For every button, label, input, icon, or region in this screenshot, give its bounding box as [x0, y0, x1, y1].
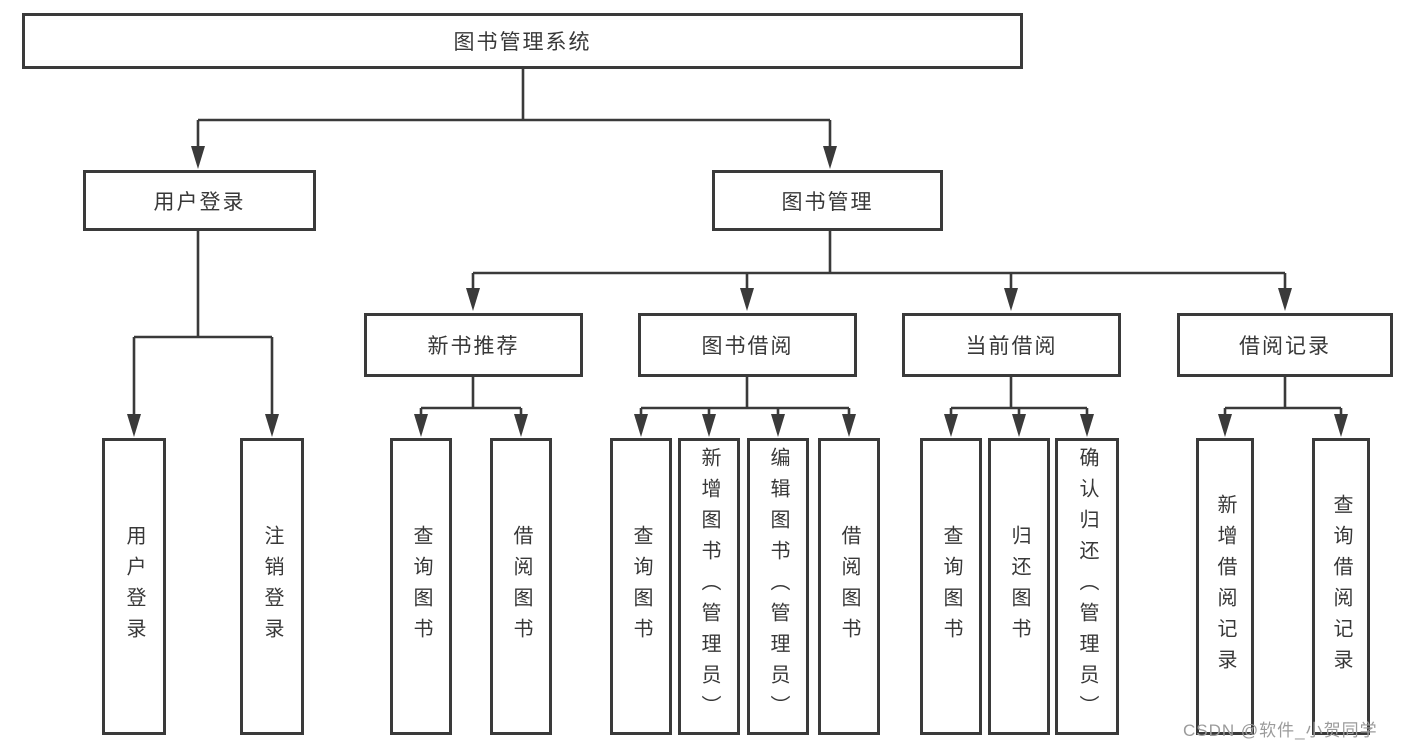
- node-label: 图书管理: [781, 190, 874, 214]
- node-book-management: 图书管理: [712, 170, 943, 231]
- node-label: 用户登录: [153, 190, 246, 214]
- node-label: 新书推荐: [427, 335, 520, 358]
- node-label: 借阅图书: [838, 524, 860, 649]
- node-label: 新增借阅记录: [1214, 493, 1236, 680]
- node-book-borrowing: 图书借阅: [638, 313, 857, 377]
- csdn-watermark: CSDN @软件_小贺同学: [1183, 721, 1378, 740]
- node-label: 图书管理系统: [453, 31, 592, 54]
- node-label: 借阅记录: [1239, 335, 1331, 358]
- node-label: 编辑图书（管理员）: [767, 447, 789, 726]
- node-label: 借阅图书: [510, 524, 532, 649]
- node-leaf-borrow-books: 借阅图书: [818, 438, 880, 735]
- node-current-borrowing: 当前借阅: [902, 313, 1121, 377]
- node-label: 图书借阅: [701, 335, 794, 358]
- node-label: 查询借阅记录: [1330, 493, 1352, 680]
- node-label: 注销登录: [261, 524, 283, 649]
- arrowheads: [127, 146, 1348, 437]
- edge-root-to-level2: [196, 69, 832, 150]
- node-label: 归还图书: [1008, 524, 1030, 649]
- node-leaf-confirm-return-admin: 确认归还（管理员）: [1055, 438, 1119, 735]
- node-label: 当前借阅: [965, 335, 1058, 358]
- edge-newbook-to-children: [419, 377, 523, 418]
- node-leaf-edit-book-admin: 编辑图书（管理员）: [747, 438, 809, 735]
- node-label: 查询图书: [410, 524, 432, 649]
- node-borrowing-records: 借阅记录: [1177, 313, 1393, 377]
- node-leaf-return-book: 归还图书: [988, 438, 1050, 735]
- node-leaf-query-borrow-record: 查询借阅记录: [1312, 438, 1370, 735]
- node-new-book-recommend: 新书推荐: [364, 313, 583, 377]
- node-label: 确认归还（管理员）: [1076, 447, 1098, 726]
- node-leaf-query-books-recommend: 查询图书: [390, 438, 452, 735]
- node-leaf-add-borrow-record: 新增借阅记录: [1196, 438, 1254, 735]
- edge-records-to-children: [1223, 377, 1343, 418]
- node-system-root: 图书管理系统: [22, 13, 1023, 69]
- edge-current-to-children: [949, 377, 1089, 418]
- node-user-login: 用户登录: [83, 170, 316, 231]
- node-leaf-user-login: 用户登录: [102, 438, 166, 735]
- node-leaf-query-books-current: 查询图书: [920, 438, 982, 735]
- node-label: 查询图书: [940, 524, 962, 649]
- node-label: 用户登录: [123, 524, 145, 649]
- node-label: 查询图书: [630, 524, 652, 649]
- edge-bookmgmt-to-level3: [471, 231, 1287, 292]
- node-leaf-add-book-admin: 新增图书（管理员）: [678, 438, 740, 735]
- node-leaf-logout: 注销登录: [240, 438, 304, 735]
- edge-userlogin-to-children: [132, 231, 274, 418]
- node-label: 新增图书（管理员）: [698, 447, 720, 726]
- node-leaf-borrow-books-recommend: 借阅图书: [490, 438, 552, 735]
- edge-borrow-to-children: [639, 377, 851, 418]
- node-leaf-query-books-borrow: 查询图书: [610, 438, 672, 735]
